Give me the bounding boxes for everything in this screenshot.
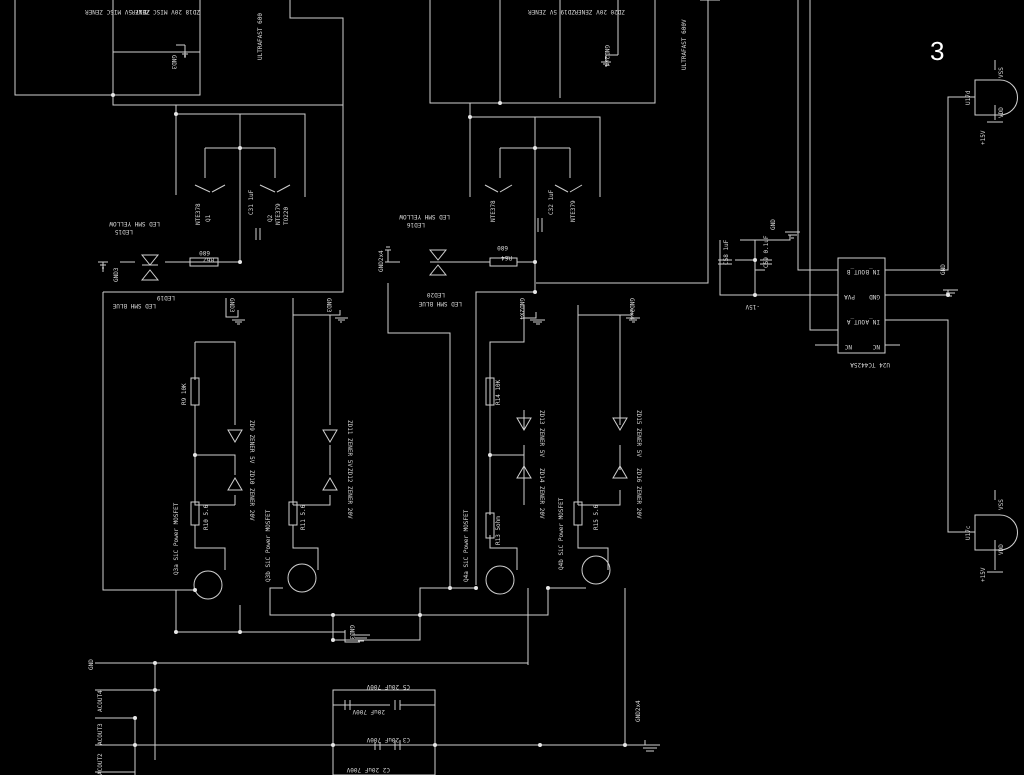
label-nte379: NTE379: [275, 203, 282, 225]
label-gnd3-b: GND3: [325, 298, 332, 313]
page-number: 3: [930, 36, 944, 66]
label-r15: R15 5.6: [593, 504, 600, 530]
label-c3: C3 20uF 700V: [366, 736, 410, 743]
label-c58: C58 1uF: [723, 239, 730, 265]
label-zd20: ZD20 20V ZENER: [574, 8, 625, 15]
label-c5: C5 20uF 700V: [366, 683, 410, 690]
junction-dots: [111, 93, 950, 747]
pin-nc1: NC: [872, 343, 880, 350]
label-u17d: U17d: [965, 90, 972, 105]
label-gnd2x4-b: GND2x4: [628, 298, 635, 320]
label-plus15-top: +15V: [980, 130, 987, 145]
label-led20: LED SMH BLUE: [418, 300, 462, 307]
label-r10: R10 5.6: [203, 504, 210, 530]
label-c4: 20uF 700V: [352, 708, 385, 715]
label-u24: U24 TC4425A: [850, 361, 890, 368]
label-q3b: Q3b SiC Power MOSFET: [265, 509, 272, 582]
label-gnd-u24: GND: [940, 264, 947, 275]
label-vss-top: VSS: [998, 67, 1005, 78]
label-gnd-c58: GND: [770, 219, 777, 230]
labels: ULTRAFAST 600 ULTRAFAST 600V GND3 GND2x4…: [85, 8, 1005, 775]
wires-bottom: [95, 662, 660, 775]
wires-left-led: [98, 18, 370, 643]
label-r64: R64: [501, 254, 512, 261]
label-nte379-b: NTE379: [570, 200, 577, 222]
label-r64-val: 680: [497, 244, 508, 251]
label-gnd3-left: GND3: [113, 267, 120, 282]
label-gnd2x4-left: GND2x4: [378, 250, 385, 272]
label-acout3: ACOUT3: [97, 723, 104, 745]
label-q4a: Q4a SiC Power MOSFET: [463, 509, 470, 582]
label-q4b: Q4b SiC Power MOSFET: [558, 497, 565, 570]
label-gnd3-bottom: GND3: [348, 625, 355, 640]
label-zd15: ZD15 ZENER 5V: [635, 410, 642, 457]
label-zd19: ZD19 5V ZENER: [528, 8, 575, 15]
label-led16: LED SMH YELLOW: [399, 213, 450, 220]
label-q3a: Q3a SiC Power MOSFET: [173, 502, 180, 575]
wires-top-left: [14, 0, 344, 230]
label-zd16: ZD16 ZENER 20V: [635, 468, 642, 519]
wires-top-mid: [429, 0, 720, 585]
label-zd12: ZD12 ZENER 20V: [346, 468, 353, 519]
label-minus15: -15V: [745, 303, 760, 310]
label-gnd3-top: GND3: [170, 55, 177, 70]
label-zd9: ZD9 ZENER 5V: [248, 420, 255, 464]
pin-nc2: NC: [844, 343, 852, 350]
label-c32: C32 1uF: [548, 189, 555, 215]
wires-mid-led: [333, 246, 640, 745]
label-r62: R62: [203, 256, 214, 263]
label-r9: R9 10K: [181, 383, 188, 405]
pin-outb: OUT_B: [847, 268, 865, 275]
label-vdd-top: VDD: [998, 107, 1005, 118]
label-vss-bottom: VSS: [998, 499, 1005, 510]
label-gnd-bottom: GND: [88, 659, 95, 670]
label-acout2: ACOUT2: [97, 753, 104, 775]
label-zd18: ZD18 20V MISC ZENER: [131, 8, 200, 15]
pin-gnd: GND: [869, 293, 880, 300]
label-zd13: ZD13 ZENER 5V: [538, 410, 545, 457]
label-q1: Q1: [205, 214, 212, 222]
label-zd11: ZD11 ZENER 5V: [346, 420, 353, 467]
pin-ina: IN_A: [865, 318, 880, 325]
label-led15-ref: LED15: [115, 228, 133, 235]
label-acout4: ACOUT4: [97, 690, 104, 712]
label-to220: TO220: [283, 207, 290, 225]
label-vdd-bottom: VDD: [998, 544, 1005, 555]
label-zd10: ZD10 ZENER 20V: [248, 470, 255, 521]
label-r11: R11 5.6: [300, 504, 307, 530]
label-gnd2x4-top: GND2x4: [603, 45, 610, 67]
label-c59: C59 0.1uF: [763, 235, 770, 268]
pin-pva: PVA: [844, 293, 855, 300]
label-led15: LED SMH YELLOW: [109, 220, 160, 227]
label-nte378: NTE378: [195, 203, 202, 225]
pin-inb: IN_B: [865, 268, 880, 275]
label-led19-ref: LED19: [157, 294, 175, 301]
label-ultrafast-1: ULTRAFAST 600: [257, 13, 264, 60]
label-led16-ref: LED16: [407, 221, 425, 228]
label-r14: R14 10K: [495, 379, 502, 405]
label-ultrafast-2: ULTRAFAST 600V: [681, 19, 688, 70]
label-u17c: U17c: [965, 525, 972, 540]
label-led20-ref: LED20: [427, 291, 445, 298]
label-gnd3-a: GND3: [228, 298, 235, 313]
label-zd17: ZD17 5V MISC ZENER: [85, 8, 150, 15]
label-q2: Q2: [267, 214, 274, 222]
label-gnd2x4-bottom: GND2x4: [635, 700, 642, 722]
components: [140, 79, 1018, 750]
label-r13: R13 5ohm: [495, 516, 502, 545]
label-nte378-b: NTE378: [490, 200, 497, 222]
label-zd14: ZD14 ZENER 20V: [538, 468, 545, 519]
label-plus15-bottom: +15V: [980, 567, 987, 582]
wires-driver: [719, 0, 1003, 573]
label-led19: LED SMH BLUE: [112, 302, 156, 309]
label-r62-val: 680: [199, 249, 210, 256]
label-c2: C2 20uF 700V: [346, 766, 390, 773]
label-c31: C31 1uF: [248, 189, 255, 215]
pin-outa: OUT_A: [847, 318, 865, 325]
label-gnd2x4-a: GND2x4: [518, 298, 525, 320]
